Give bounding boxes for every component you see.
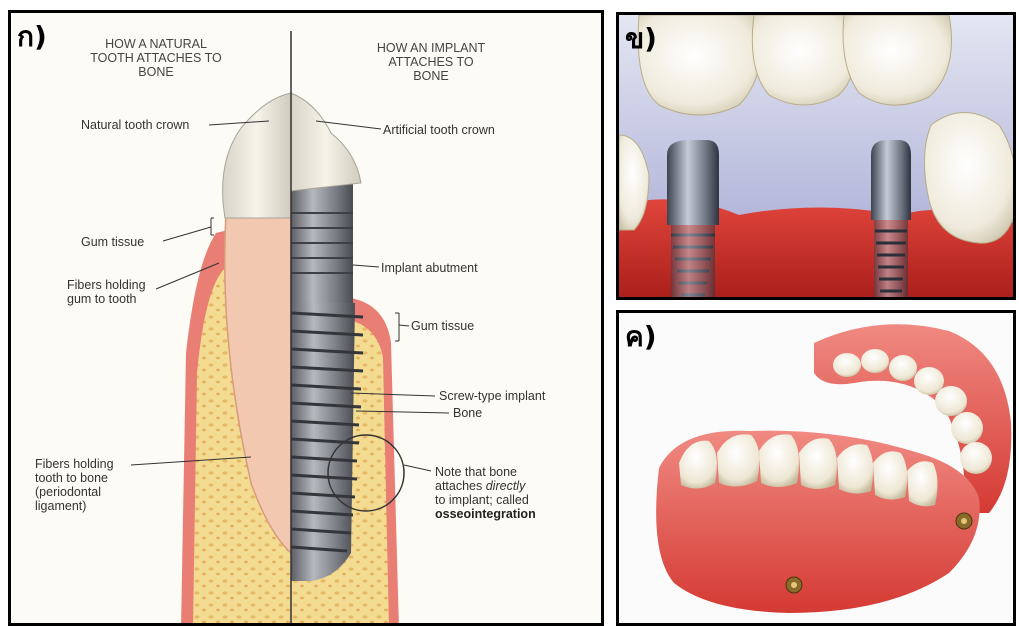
panel-b-label: ข) [625,17,657,61]
label-implant-abutment: Implant abutment [381,261,478,275]
panel-a-label: ก) [17,15,47,59]
panel-implant-denture: ค) [616,310,1016,626]
label-osseointegration-note: Note that bone attaches directly to impl… [435,465,536,521]
label-bone: Bone [453,406,482,420]
artificial-crown-shape [291,93,361,191]
label-screw-implant: Screw-type implant [439,389,545,403]
heading-implant: HOW AN IMPLANT ATTACHES TO BONE [356,41,506,83]
panel-implant-posts: ข) [616,12,1016,300]
label-artificial-crown: Artificial tooth crown [383,123,495,137]
implant-post-1 [667,140,719,225]
label-gum-tissue-right: Gum tissue [411,319,474,333]
implant-posts-illustration [619,15,1016,300]
natural-crown-shape [223,93,291,218]
gum-bracket-left [211,218,214,235]
gum-bracket-right [395,313,399,341]
label-gum-tissue-left: Gum tissue [81,235,144,249]
label-natural-crown: Natural tooth crown [81,118,189,132]
label-fibers-bone: Fibers holding tooth to bone (periodonta… [35,457,114,513]
panel-natural-vs-implant: ก) HOW A NATURAL TOOTH ATTACHES TO BONE … [8,10,604,626]
heading-natural-tooth: HOW A NATURAL TOOTH ATTACHES TO BONE [71,37,241,79]
implant-denture-illustration [619,313,1016,626]
label-fibers-gum: Fibers holding gum to tooth [67,278,146,306]
tooth-implant-illustration [11,13,604,626]
implant-post-2 [871,140,911,220]
panel-c-label: ค) [625,315,657,359]
crown-upper-2 [752,15,857,105]
